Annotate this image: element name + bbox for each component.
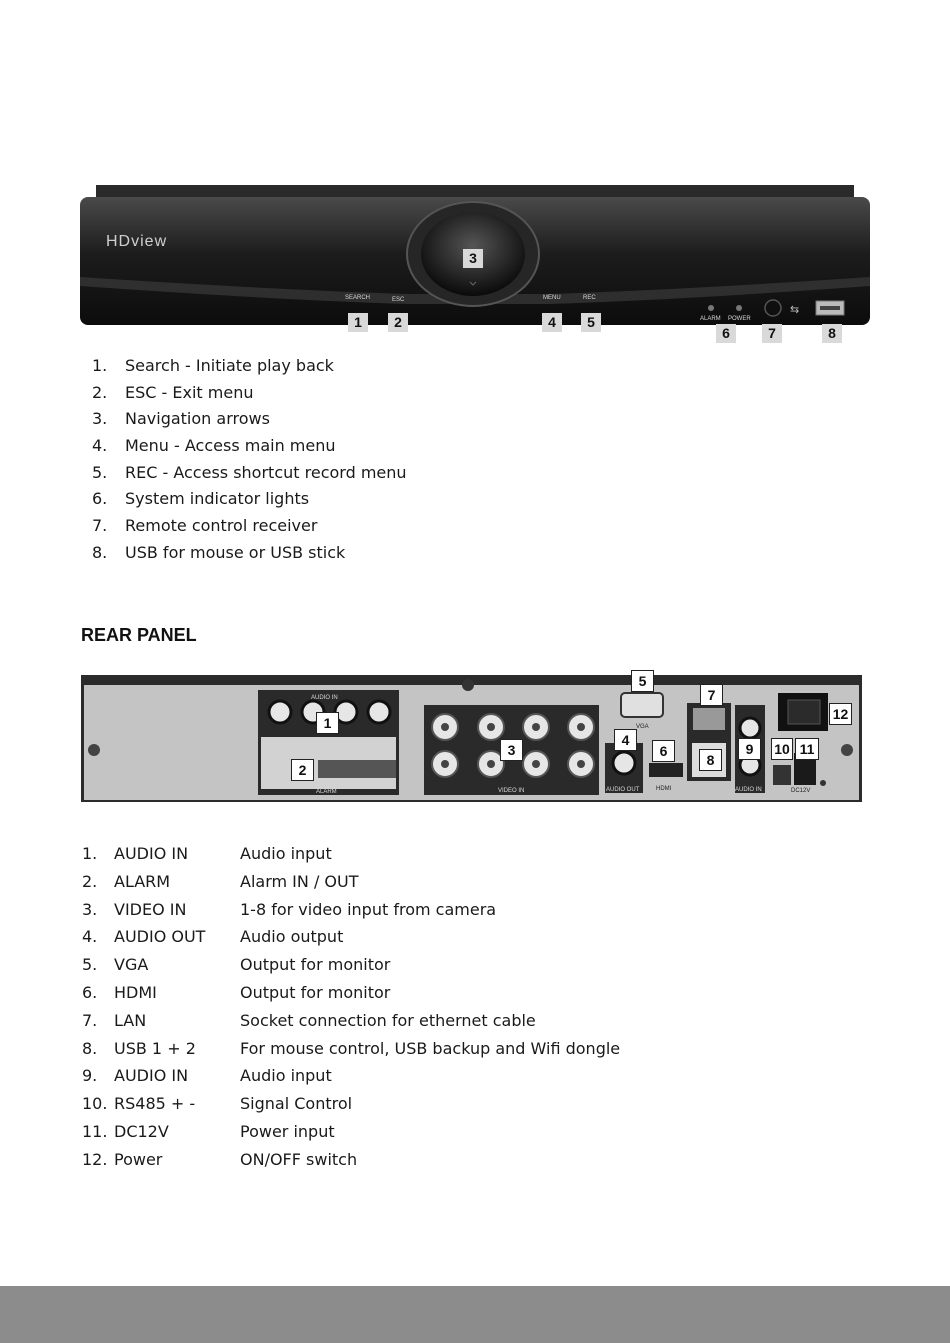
rear-marker-3: 3 xyxy=(500,739,523,761)
front-panel-legend: 1.Search - Initiate play back 2.ESC - Ex… xyxy=(92,353,407,567)
rear-panel-title: REAR PANEL xyxy=(81,625,197,645)
alarm-indicator-label: ALARM xyxy=(700,316,721,322)
rec-button-label: REC xyxy=(583,295,596,301)
power-indicator-label: POWER xyxy=(728,316,751,322)
front-marker-8: 8 xyxy=(822,324,842,343)
rear-marker-5: 5 xyxy=(631,670,654,692)
list-item: 1.Search - Initiate play back xyxy=(92,356,334,375)
list-item: 2.ESC - Exit menu xyxy=(92,382,254,402)
list-item: 10.RS485 + -Signal Control xyxy=(82,1094,353,1114)
hdmi-panel-label: HDMI xyxy=(656,786,672,792)
esc-button-label: ESC xyxy=(392,297,405,303)
rear-marker-8: 8 xyxy=(699,749,722,771)
rear-marker-7: 7 xyxy=(700,684,723,706)
front-marker-7: 7 xyxy=(762,324,782,343)
page-footer-bar xyxy=(0,1286,950,1343)
dc12v-panel-label: DC12V xyxy=(791,788,810,794)
front-marker-5: 5 xyxy=(581,313,601,332)
menu-button-label: MENU xyxy=(543,295,561,301)
vga-panel-label: VGA xyxy=(636,724,649,730)
front-marker-2: 2 xyxy=(388,313,408,332)
usb-symbol-icon: ⇆ xyxy=(790,303,799,316)
front-marker-6: 6 xyxy=(716,324,736,343)
rear-panel-image: AUDIO IN ALARM VIDEO IN VGA AUDIO OUT HD… xyxy=(81,675,862,802)
audio-in-2-panel-label: AUDIO IN xyxy=(735,787,762,793)
rear-marker-9: 9 xyxy=(738,738,761,760)
list-item: 4.Menu - Access main menu xyxy=(92,436,336,456)
audio-out-panel-label: AUDIO OUT xyxy=(606,787,640,793)
audio-in-panel-label: AUDIO IN xyxy=(311,695,338,701)
rear-marker-2: 2 xyxy=(291,759,314,781)
rear-marker-11: 11 xyxy=(795,738,819,760)
rear-marker-1: 1 xyxy=(316,712,339,734)
list-item: 5.REC - Access shortcut record menu xyxy=(92,462,407,482)
list-item: 7.Remote control receiver xyxy=(92,516,318,536)
front-marker-3: 3 xyxy=(463,249,483,268)
rear-marker-6: 6 xyxy=(652,740,675,762)
list-item: 3.Navigation arrows xyxy=(92,409,270,429)
rear-panel-illustration: AUDIO IN ALARM VIDEO IN VGA AUDIO OUT HD… xyxy=(81,675,862,802)
rear-marker-12: 12 xyxy=(829,703,852,725)
brand-logo: HDview xyxy=(106,233,167,250)
power-led-icon xyxy=(736,305,742,311)
alarm-led-icon xyxy=(708,305,714,311)
video-in-panel-label: VIDEO IN xyxy=(498,788,524,794)
list-item: 6.System indicator lights xyxy=(92,489,310,509)
rear-marker-10: 10 xyxy=(771,738,793,760)
rear-marker-4: 4 xyxy=(614,729,637,751)
list-item: 8.USB for mouse or USB stick xyxy=(92,542,346,562)
front-marker-1: 1 xyxy=(348,313,368,332)
ir-receiver-icon xyxy=(764,299,782,317)
alarm-panel-label: ALARM xyxy=(316,789,337,795)
search-button-label: SEARCH xyxy=(345,295,370,301)
front-marker-4: 4 xyxy=(542,313,562,332)
